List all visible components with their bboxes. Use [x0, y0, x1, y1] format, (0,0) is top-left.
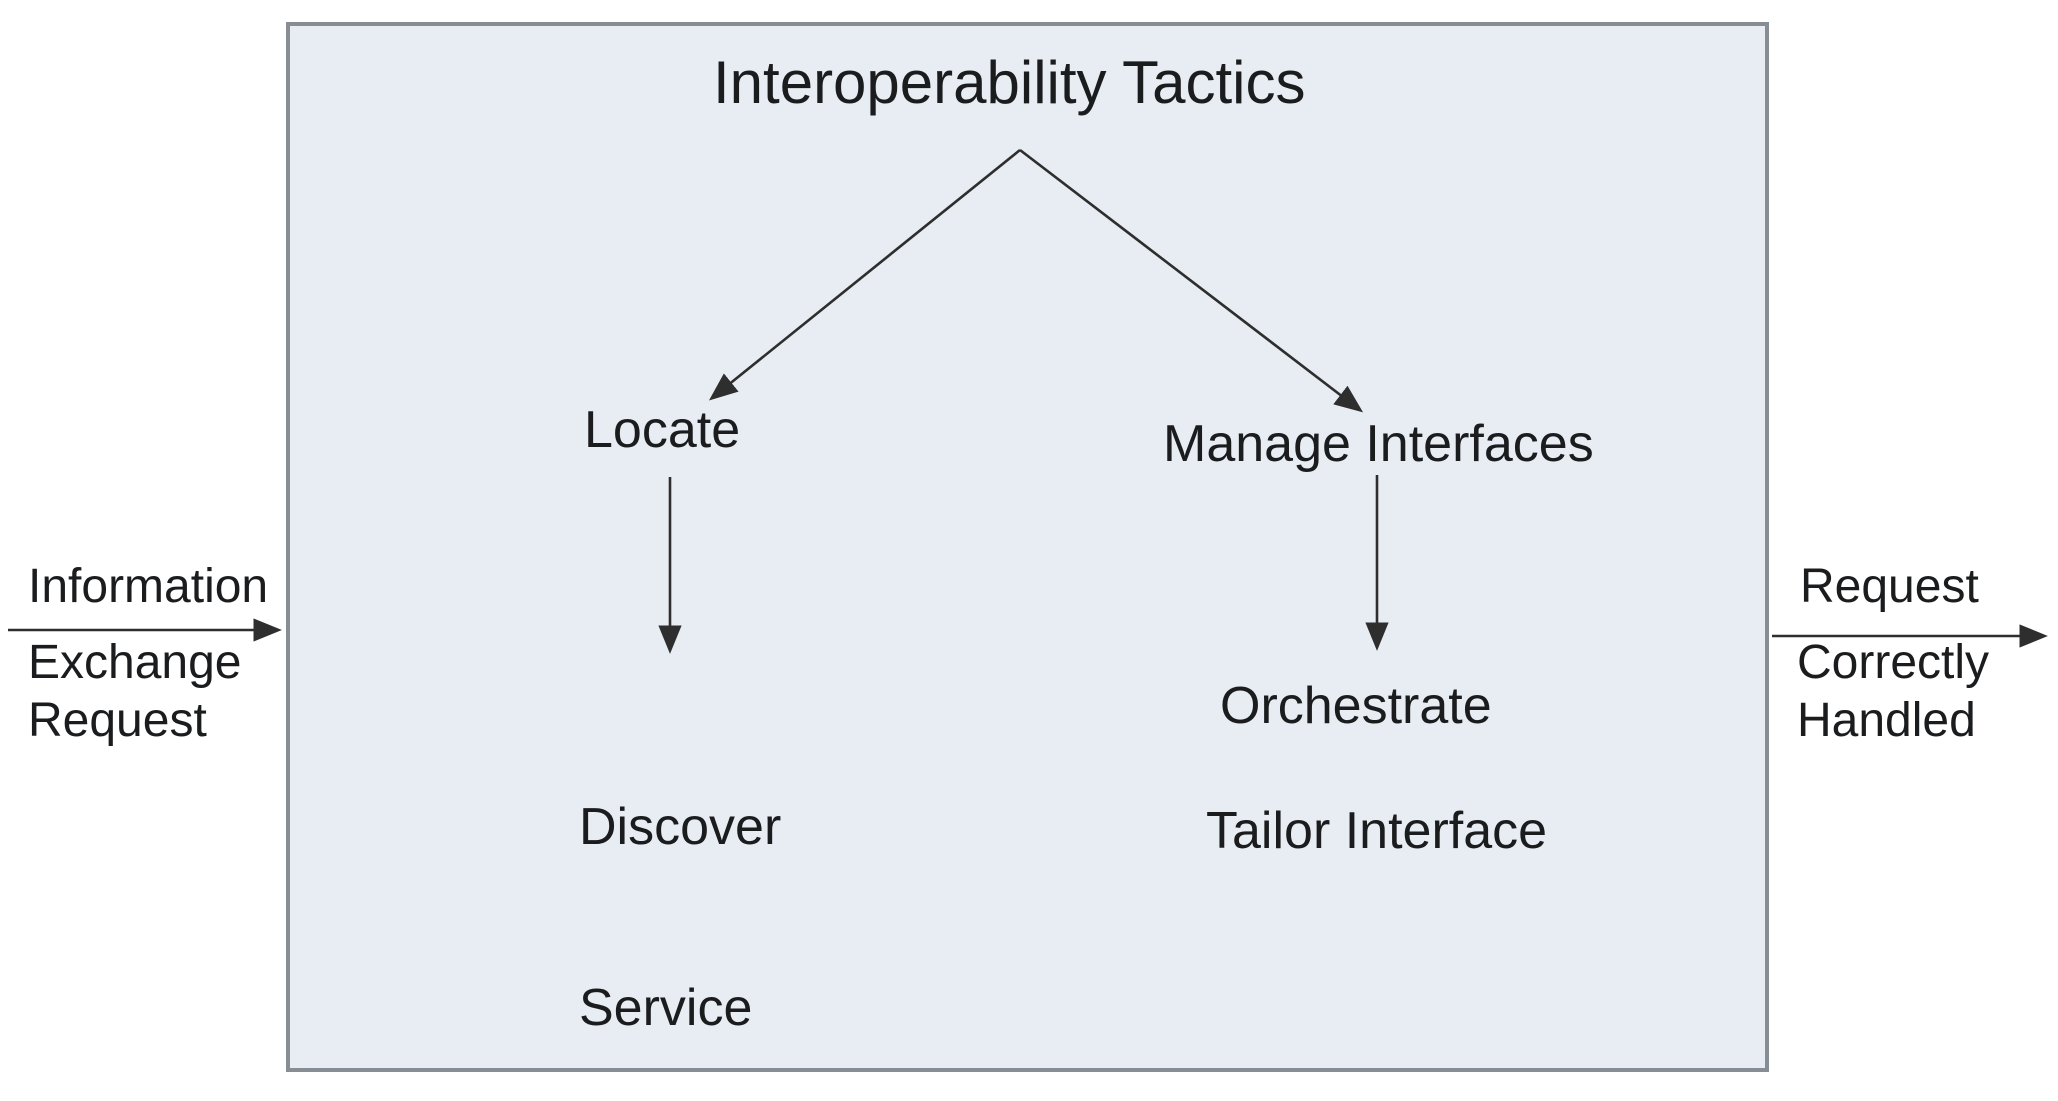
- node-discover-service-line2: Service: [579, 978, 753, 1037]
- output-label-line3: Handled: [1797, 694, 1976, 747]
- node-manage-interfaces: Manage Interfaces: [1163, 415, 1594, 473]
- input-label-line2: Exchange: [28, 636, 242, 689]
- input-label-line3: Request: [28, 694, 207, 747]
- node-locate: Locate: [584, 401, 741, 459]
- diagram-title: Interoperability Tactics: [713, 49, 1306, 116]
- node-tailor-interface: Tailor Interface: [1206, 802, 1548, 860]
- output-label-line2: Correctly: [1797, 636, 1990, 689]
- node-orchestrate: Orchestrate: [1220, 677, 1492, 735]
- node-discover-service: Discover Service: [579, 676, 781, 1101]
- node-discover-service-line1: Discover: [579, 797, 782, 856]
- output-label-line1: Request: [1800, 560, 1979, 613]
- input-label-line1: Information: [28, 560, 269, 613]
- tactics-boundary-box: [286, 22, 1769, 1072]
